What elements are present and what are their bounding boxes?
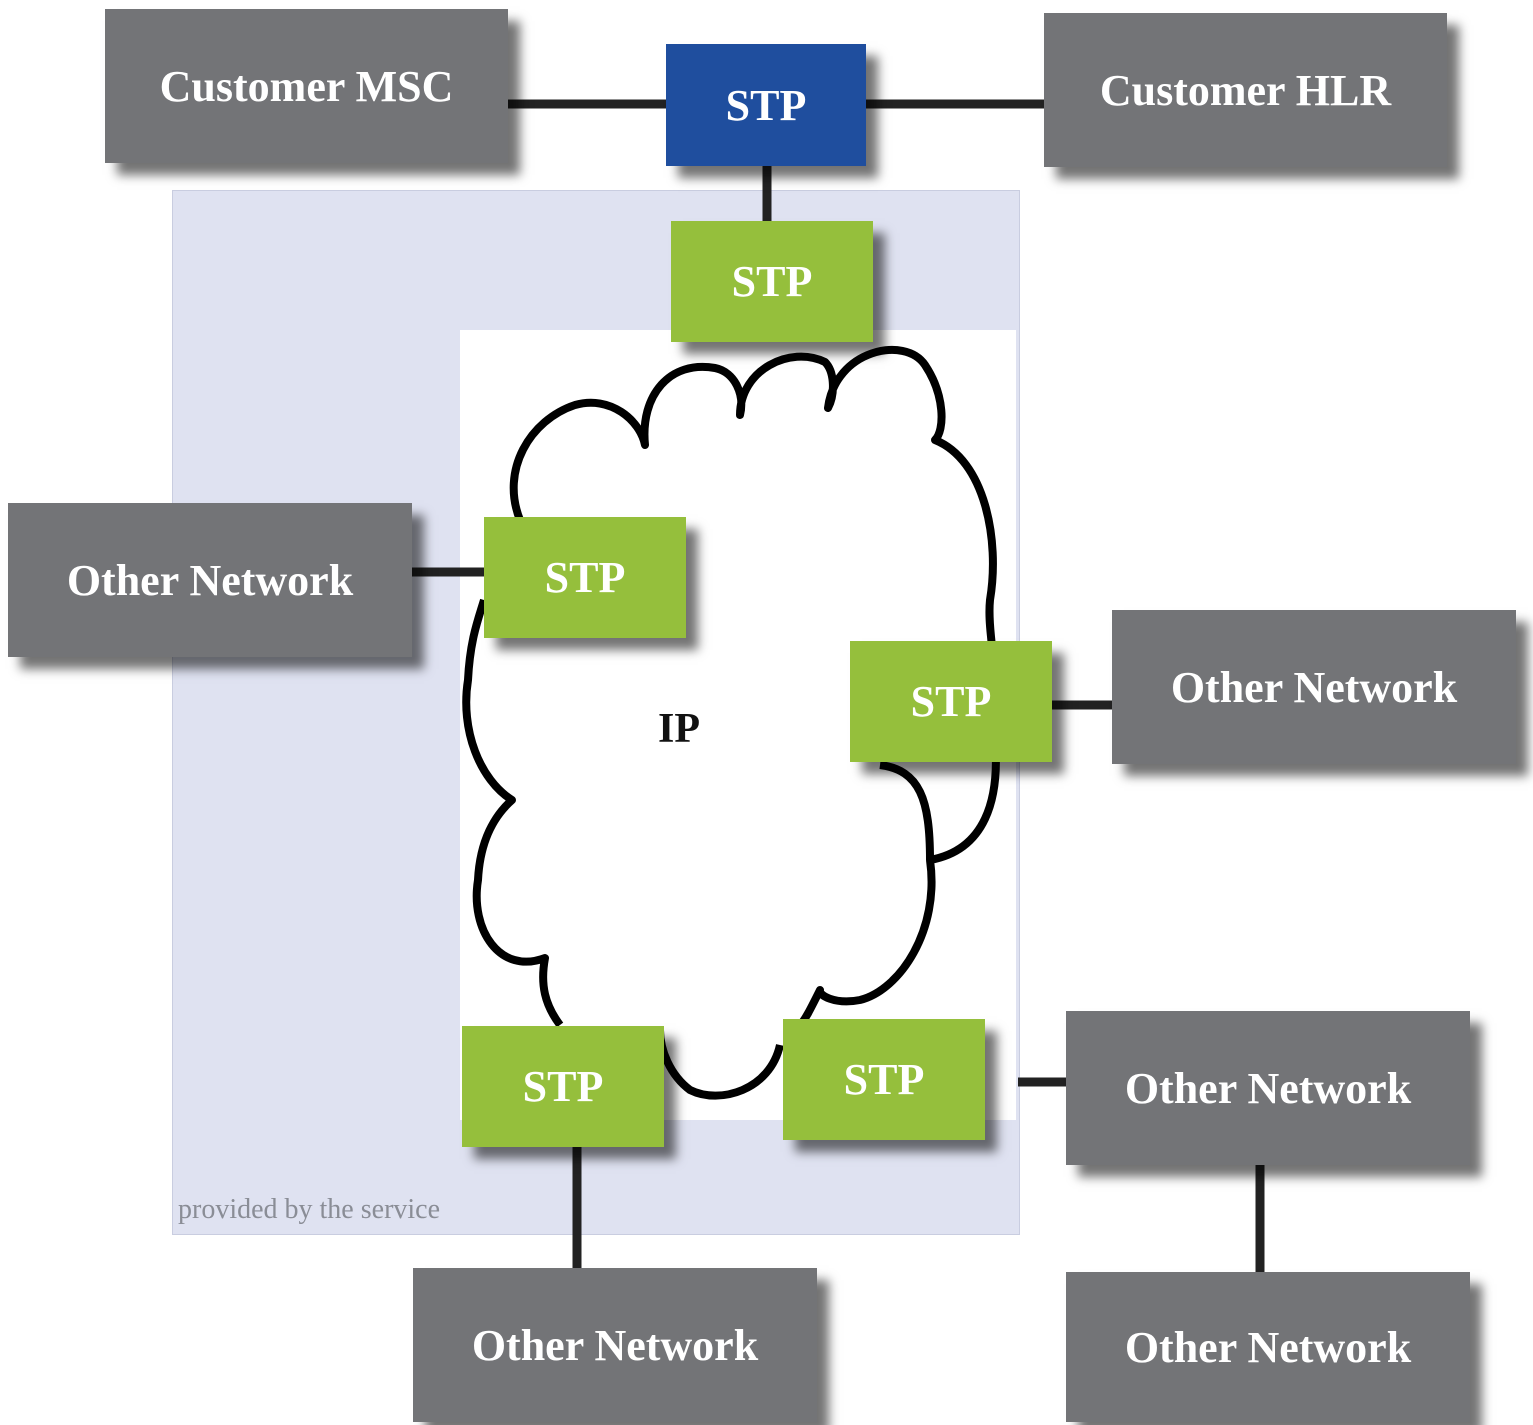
other-network-right-box: Other Network	[1112, 610, 1516, 764]
other-network-bottom-center-box: Other Network	[413, 1268, 817, 1422]
customer-msc-box: Customer MSC	[105, 9, 508, 163]
ip-cloud-outline	[462, 346, 1000, 1100]
customer-hlr-box: Customer HLR	[1044, 13, 1447, 167]
other-network-left-box: Other Network	[8, 503, 412, 657]
stp-top-box: STP	[671, 221, 873, 342]
customer-stp-box: STP	[666, 44, 866, 166]
ip-cloud-label: IP	[658, 706, 700, 752]
service-region-caption: provided by the service	[178, 1194, 441, 1225]
stp-left-box: STP	[484, 517, 686, 638]
stp-right-box: STP	[850, 641, 1052, 762]
other-network-bottom-right-lower-box: Other Network	[1066, 1272, 1470, 1422]
stp-bottom-left-box: STP	[462, 1026, 664, 1147]
stp-bottom-right-box: STP	[783, 1019, 985, 1140]
other-network-bottom-right-upper-box: Other Network	[1066, 1011, 1470, 1165]
